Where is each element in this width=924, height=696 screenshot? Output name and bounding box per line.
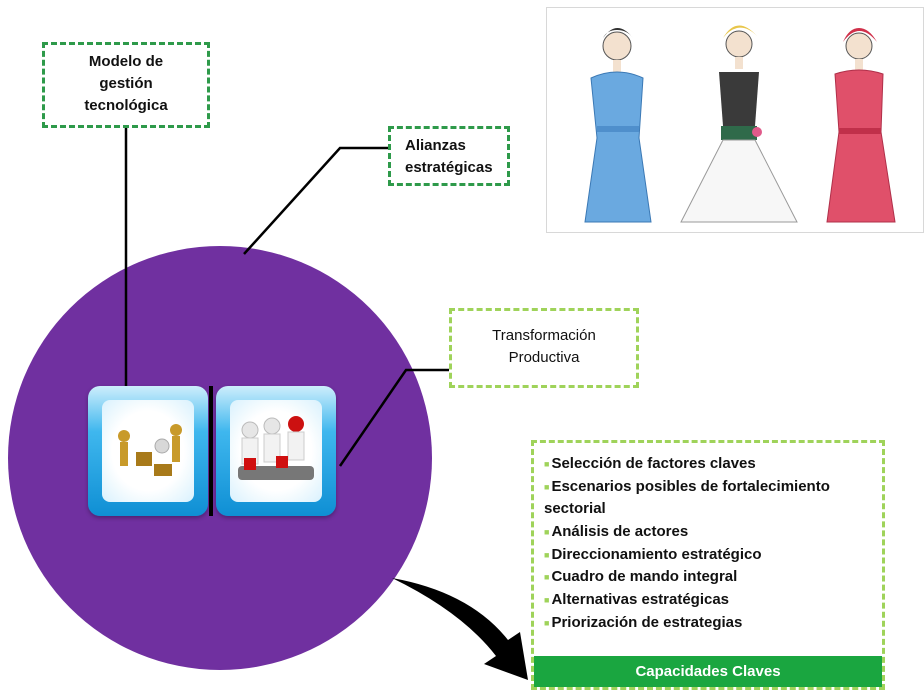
capacidad-item: ■Cuadro de mando integral [544,568,738,586]
modelo-gestion-box: Modelo de gestión tecnológica [42,42,210,128]
capacidades-title: Capacidades Claves [534,656,882,687]
capacidades-list: ■Selección de factores claves ■Escenario… [534,443,882,635]
fashion-illustration-image [546,7,924,233]
bullet-icon: ■ [544,572,550,583]
alianzas-box: Alianzas estratégicas [388,126,510,186]
capacidad-item: ■Alternativas estratégicas [544,591,730,609]
bullet-icon: ■ [544,617,550,628]
bullet-icon: ■ [544,549,550,560]
modelo-line-3: tecnológica [84,97,168,114]
collaboration-figures-image [88,386,208,516]
modelo-line-2: gestión [99,75,153,92]
capacidad-item: ■Direccionamiento estratégico [544,545,762,563]
bullet-icon: ■ [544,481,550,492]
panel-divider [209,386,213,516]
alianzas-line-2: estratégicas [405,159,493,176]
capacidad-item: ■Priorización de estrategias [544,614,743,632]
curved-arrow [392,578,528,680]
connector-transformacion [338,368,449,467]
bullet-icon: ■ [544,595,550,606]
capacidades-claves-box: ■Selección de factores claves ■Escenario… [531,440,885,690]
alianzas-line-1: Alianzas [405,137,466,154]
team-buttons-image [216,386,336,516]
transformacion-line-1: Transformación [492,327,596,344]
modelo-line-1: Modelo de [88,53,164,70]
transformacion-line-2: Productiva [508,349,580,366]
capacidad-item: ■Escenarios posibles de fortalecimiento … [544,477,830,518]
process-images-panel [88,386,338,516]
transformacion-box: Transformación Productiva [449,308,639,388]
bullet-icon: ■ [544,459,550,469]
connector-alianzas [243,146,388,255]
capacidad-item: ■Análisis de actores [544,523,689,541]
capacidad-item: ■Selección de factores claves [544,455,756,473]
bullet-icon: ■ [544,526,550,537]
